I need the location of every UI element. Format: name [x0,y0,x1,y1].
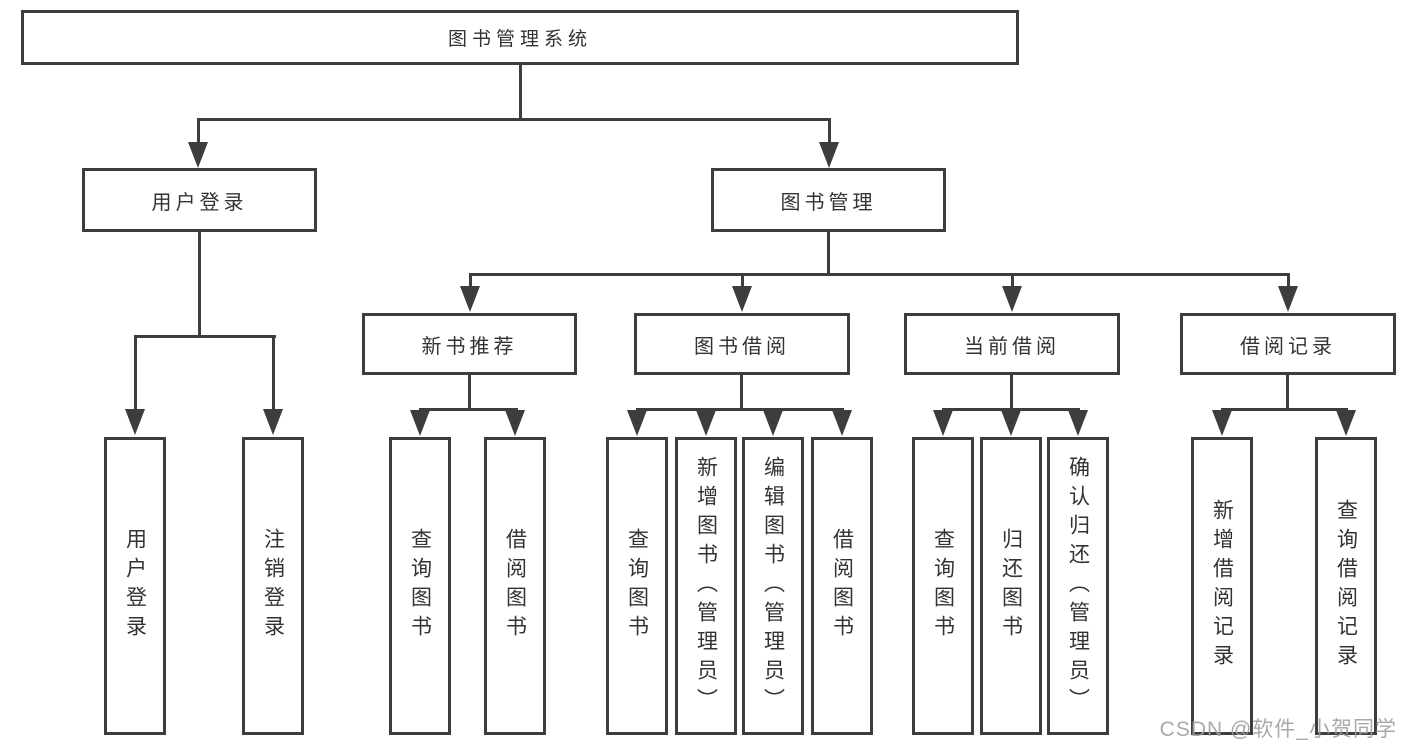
connector-book-borrow-split [636,408,844,411]
connector-user-login-stem [198,232,201,338]
node-book-borrow: 图书借阅 [634,313,850,375]
connector-current-borrow-stem [1010,375,1013,411]
arrowhead-down-icon [732,286,752,312]
arrowhead-down-icon [763,410,783,436]
arrowhead-down-icon [933,410,953,436]
arrowhead-down-icon [627,410,647,436]
connector-to-login-leaf [134,335,137,411]
leaf-add-books-admin: 新增图书（管理员） [675,437,737,735]
arrowhead-down-icon [1001,410,1021,436]
arrowhead-down-icon [263,409,283,435]
arrowhead-down-icon [819,142,839,168]
arrowhead-down-icon [1278,286,1298,312]
arrowhead-down-icon [1002,286,1022,312]
leaf-borrow-books: 借阅图书 [811,437,873,735]
connector-book-management-split [469,273,1290,276]
connector-borrow-records-stem [1286,375,1289,411]
arrowhead-down-icon [505,410,525,436]
connector-to-book-management [828,118,831,144]
leaf-logout: 注销登录 [242,437,304,735]
connector-book-borrow-stem [740,375,743,411]
connector-current-borrow-split [942,408,1080,411]
connector-to-borrow-records [1287,273,1290,288]
connector-to-user-login [197,118,200,144]
node-library-management-system: 图书管理系统 [21,10,1019,65]
arrowhead-down-icon [1068,410,1088,436]
connector-new-book-stem [468,375,471,411]
leaf-user-login: 用户登录 [104,437,166,735]
arrowhead-down-icon [696,410,716,436]
arrowhead-down-icon [410,410,430,436]
connector-to-new-book [469,273,472,288]
connector-to-current-borrow [1011,273,1014,288]
leaf-query-borrow-record: 查询借阅记录 [1315,437,1377,735]
arrowhead-down-icon [460,286,480,312]
csdn-watermark: CSDN @软件_小贺同学 [1159,718,1397,741]
node-borrow-records: 借阅记录 [1180,313,1396,375]
arrowhead-down-icon [832,410,852,436]
leaf-confirm-return-admin: 确认归还（管理员） [1047,437,1109,735]
leaf-add-borrow-record: 新增借阅记录 [1191,437,1253,735]
leaf-borrow-books-recommend: 借阅图书 [484,437,546,735]
arrowhead-down-icon [188,142,208,168]
connector-new-book-split [419,408,518,411]
node-current-borrow: 当前借阅 [904,313,1120,375]
leaf-query-books-recommend: 查询图书 [389,437,451,735]
arrowhead-down-icon [1336,410,1356,436]
node-book-management: 图书管理 [711,168,946,232]
arrowhead-down-icon [1212,410,1232,436]
connector-borrow-records-split [1221,408,1348,411]
node-user-login: 用户登录 [82,168,317,232]
connector-root-split [197,118,831,121]
arrowhead-down-icon [125,409,145,435]
connector-to-book-borrow [741,273,744,288]
leaf-edit-books-admin: 编辑图书（管理员） [742,437,804,735]
leaf-query-books-borrow: 查询图书 [606,437,668,735]
connector-user-login-split [134,335,276,338]
connector-book-management-stem [827,232,830,276]
node-new-book-recommend: 新书推荐 [362,313,577,375]
leaf-query-books-current: 查询图书 [912,437,974,735]
connector-root-stem [519,65,522,121]
connector-to-logout-leaf [272,335,275,411]
leaf-return-books: 归还图书 [980,437,1042,735]
